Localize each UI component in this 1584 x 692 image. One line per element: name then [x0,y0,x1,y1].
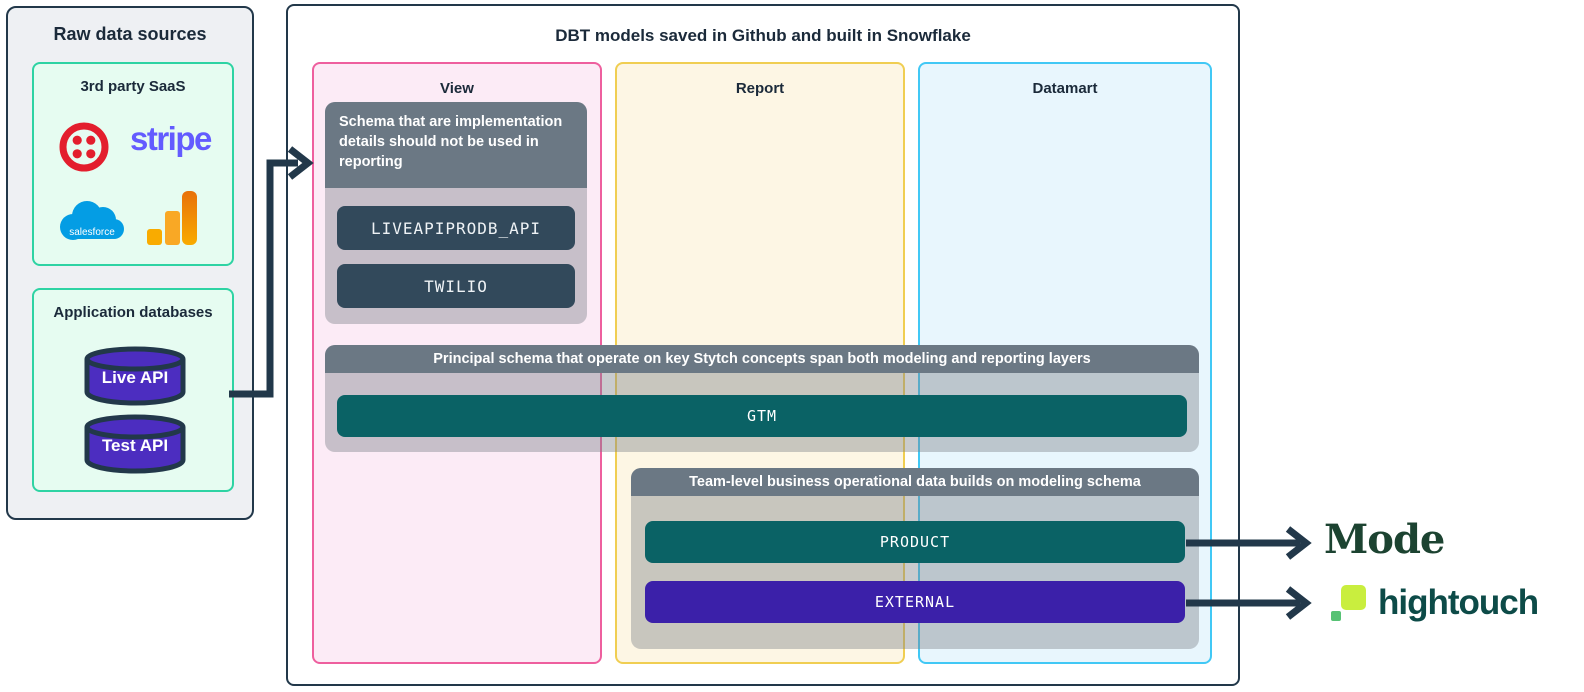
app-databases-box: Application databases Live API Test API [32,288,234,492]
team-band: Team-level business operational data bui… [631,468,1199,649]
raw-data-sources-panel: Raw data sources 3rd party SaaS stripe s… [6,6,254,520]
stripe-logo: stripe [130,120,212,157]
salesforce-wordmark: salesforce [69,227,115,238]
salesforce-icon: salesforce [60,201,124,240]
principal-band: Principal schema that operate on key Sty… [325,345,1199,452]
db-cylinder-live-api: Live API [77,346,193,406]
hightouch-logo: hightouch [1330,583,1539,623]
dbt-panel-title: DBT models saved in Github and built in … [555,26,971,45]
principal-band-header: Principal schema that operate on key Sty… [325,345,1199,373]
database-cylinder-icon [84,346,186,406]
mode-logo: Mode [1324,516,1445,563]
schema-item-twilio: TWILIO [337,264,575,308]
app-databases-title: Application databases [53,304,213,321]
database-cylinder-icon [84,414,186,474]
db-label-test-api: Test API [101,436,169,455]
column-datamart-label: Datamart [1032,80,1098,97]
schema-item-liveapiprodb-api: LIVEAPIPRODB_API [337,206,575,250]
raw-data-sources-title: Raw data sources [53,24,207,44]
column-report-label: Report [735,80,785,97]
saas-box-title: 3rd party SaaS [80,78,186,95]
saas-box: 3rd party SaaS stripe salesforce [32,62,234,266]
arrow-external-to-hightouch-head [1285,586,1312,620]
product-bar: PRODUCT [645,521,1185,563]
external-bar: EXTERNAL [645,581,1185,623]
google-analytics-icon [147,191,197,245]
column-view-label: View [440,80,474,97]
arrow-product-to-mode-head [1285,526,1312,560]
schema-note-box: Schema that are implementation details s… [325,102,587,324]
hightouch-icon [1331,585,1366,621]
twilio-icon [59,122,109,172]
hightouch-wordmark: hightouch [1378,583,1539,622]
db-cylinder-test-api: Test API [77,414,193,474]
schema-note-header: Schema that are implementation details s… [325,102,587,188]
db-label-live-api: Live API [101,368,169,387]
team-band-header: Team-level business operational data bui… [631,468,1199,496]
gtm-bar: GTM [337,395,1187,437]
